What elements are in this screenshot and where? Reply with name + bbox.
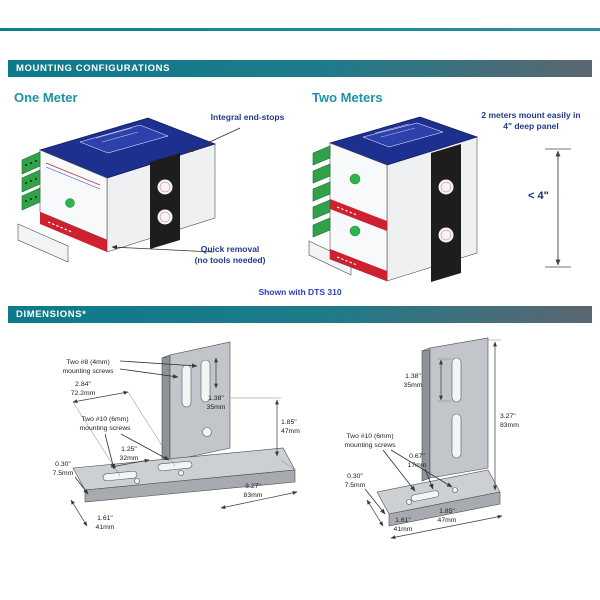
bracket-left-geometry xyxy=(72,341,296,503)
dimensions-title: DIMENSIONS* xyxy=(16,309,87,320)
round-sticker xyxy=(157,209,173,225)
screws10-note-line2: mounting screws xyxy=(80,425,132,432)
din-rail-flange xyxy=(17,223,69,263)
bracket-left-dimensions: Two #8 (4mm) mounting screws 2.84" 72.2m… xyxy=(53,357,300,531)
bracket-drawing-right: 1.38" 35mm 3.27" 83mm Two #10 (6mm) moun… xyxy=(345,337,519,540)
dim-41mm: 41mm xyxy=(96,524,115,531)
dim-1-25in: 1.25" xyxy=(121,446,137,453)
screws10-note-line2: mounting screws xyxy=(345,442,397,449)
removal-leader-arrow xyxy=(111,245,214,253)
green-indicator-dot xyxy=(349,225,361,237)
base-hole xyxy=(406,499,412,505)
one-meter-illustration xyxy=(17,117,241,263)
dim-0-30in: 0.30" xyxy=(55,461,71,468)
dim-32mm: 32mm xyxy=(120,455,139,462)
callout-integral-endstops: Integral end-stops xyxy=(210,112,285,122)
dim-1-61in: 1.61" xyxy=(395,517,411,524)
plate-slot xyxy=(451,413,462,459)
plate-slot xyxy=(451,357,462,403)
dim-35mm: 35mm xyxy=(404,382,423,389)
screws8-note-line1: Two #8 (4mm) xyxy=(66,359,109,366)
dim-17mm: 17mm xyxy=(408,462,427,469)
plate-slot xyxy=(200,359,211,403)
vertical-plate xyxy=(429,337,489,479)
base-front-lip xyxy=(84,469,296,503)
end-stop-bracket xyxy=(431,144,461,282)
plate-slot xyxy=(181,364,192,408)
dim-41mm: 41mm xyxy=(394,526,413,533)
screws10-note-line1: Two #10 (6mm) xyxy=(81,416,128,423)
dim-0-67in: 0.67" xyxy=(409,453,425,460)
dim-0-30in: 0.30" xyxy=(347,473,363,480)
green-indicator-dot xyxy=(65,198,75,208)
bracket-drawing-left: Two #8 (4mm) mounting screws 2.84" 72.2m… xyxy=(53,341,300,531)
endstops-leader-arrow xyxy=(187,127,241,153)
dim-2-84in: 2.84" xyxy=(75,381,91,388)
device-top-label xyxy=(79,124,169,154)
bracket-right-geometry xyxy=(376,337,501,527)
bracket-right-dimensions: 1.38" 35mm 3.27" 83mm Two #10 (6mm) moun… xyxy=(345,339,519,540)
screws10-note-line1: Two #10 (6mm) xyxy=(346,433,393,440)
top-divider-rule xyxy=(0,28,600,31)
dim-35mm: 35mm xyxy=(207,404,226,411)
dim-47mm: 47mm xyxy=(281,428,300,435)
dim-1-85in: 1.85" xyxy=(439,508,455,515)
base-slot xyxy=(410,490,440,502)
round-sticker xyxy=(438,179,454,195)
dim-3-27in: 3.27" xyxy=(245,483,261,490)
depth-less-than-4in-label: < 4" xyxy=(528,190,549,202)
dim-83mm: 83mm xyxy=(244,492,263,499)
two-meters-heading: Two Meters xyxy=(312,90,383,105)
red-label-strip xyxy=(40,212,107,252)
one-meter-heading: One Meter xyxy=(14,90,78,105)
meter-device xyxy=(17,117,217,263)
stacked-meters-device xyxy=(308,116,479,282)
base-hole xyxy=(178,470,184,476)
terminal-blocks xyxy=(21,151,41,211)
mounting-configurations-header: MOUNTING CONFIGURATIONS xyxy=(8,60,592,77)
base-hole xyxy=(134,478,140,484)
dim-1-61in: 1.61" xyxy=(97,515,113,522)
green-indicator-dot xyxy=(349,173,361,185)
shown-with-caption: Shown with DTS 310 xyxy=(258,287,342,297)
dimensions-header: DIMENSIONS* xyxy=(8,306,592,323)
red-label-strip xyxy=(330,249,387,281)
dim-7-5mm: 7.5mm xyxy=(345,482,366,489)
dim-7-5mm: 7.5mm xyxy=(53,470,74,477)
two-meters-illustration xyxy=(308,116,571,282)
mounting-configurations-title: MOUNTING CONFIGURATIONS xyxy=(16,63,171,74)
screws8-note-line2: mounting screws xyxy=(63,368,115,375)
device-top-label xyxy=(362,122,444,148)
dim-1-38in: 1.38" xyxy=(208,395,224,402)
dim-1-85in: 1.85" xyxy=(281,419,297,426)
plate-hole xyxy=(202,427,212,437)
dim-3-27in: 3.27" xyxy=(500,413,516,420)
round-sticker xyxy=(157,179,173,195)
panel-depth-arrow xyxy=(545,148,571,268)
terminal-blocks xyxy=(312,145,331,238)
callout-panel-depth: 2 meters mount easily in 4" deep panel xyxy=(481,110,581,132)
red-label-strip xyxy=(330,199,387,231)
dim-83mm: 83mm xyxy=(500,422,519,429)
callout-quick-removal: Quick removal (no tools needed) xyxy=(194,244,266,266)
dim-72-2mm: 72.2mm xyxy=(71,390,96,397)
base-hole xyxy=(452,487,458,493)
end-stop-bracket xyxy=(150,153,180,249)
dim-47mm: 47mm xyxy=(438,517,457,524)
dim-1-38in: 1.38" xyxy=(405,373,421,380)
round-sticker xyxy=(438,227,454,243)
